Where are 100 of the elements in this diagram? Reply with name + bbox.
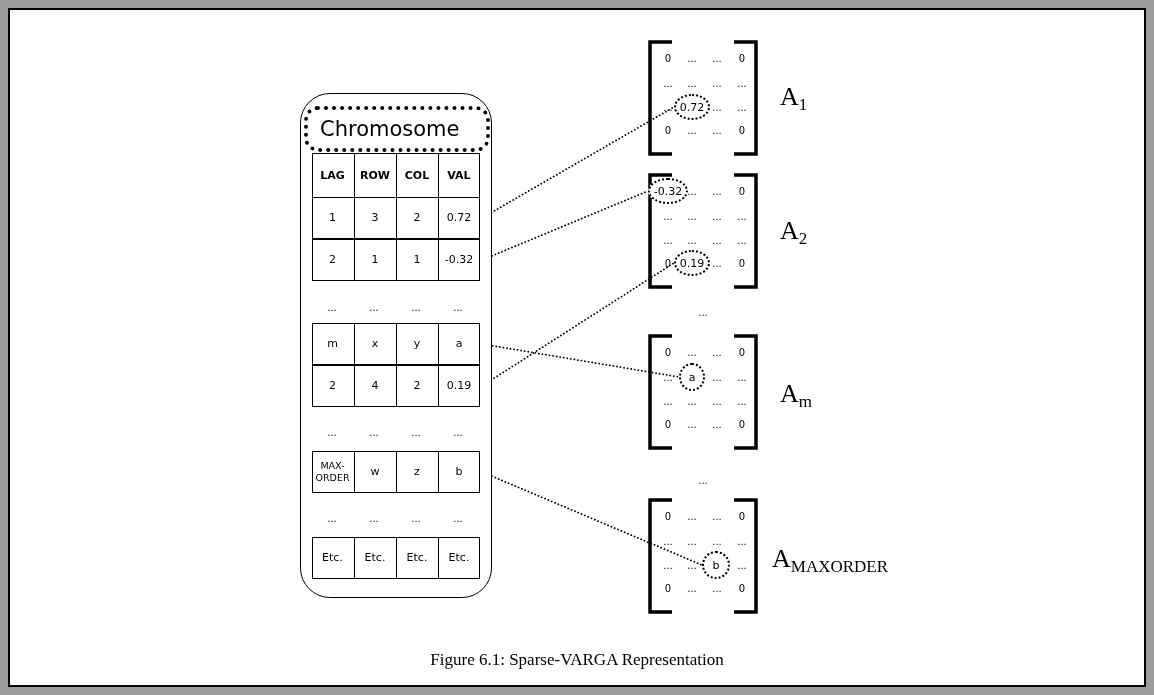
- ellipsis: ...: [453, 512, 463, 524]
- matrix-entry: ...: [712, 346, 722, 358]
- matrix-entry: ...: [687, 395, 697, 407]
- column-header: ROW: [353, 154, 396, 197]
- matrix-entry: 0: [664, 346, 672, 358]
- matrix-entry: 0: [738, 124, 746, 136]
- matrix-entry: 0: [664, 582, 672, 594]
- matrix-entry: ...: [712, 210, 722, 222]
- table-row: [312, 451, 480, 493]
- matrix-entry: 0: [738, 257, 746, 269]
- matrix-entry: ...: [663, 559, 673, 571]
- matrix-entry: ...: [712, 535, 722, 547]
- table-cell: x: [353, 324, 396, 364]
- matrix-entry: ...: [687, 124, 697, 136]
- matrix-entry: ...: [712, 510, 722, 522]
- table-row: [312, 239, 480, 281]
- table-cell-text: m: [326, 336, 339, 352]
- matrix-entry: ...: [737, 77, 747, 89]
- matrix-entry: ...: [687, 185, 697, 197]
- matrix-entry: ...: [737, 559, 747, 571]
- matrix-entry: ...: [712, 257, 722, 269]
- column-header: LAG: [319, 167, 346, 184]
- ellipsis: ...: [369, 512, 379, 524]
- matrix-entry: ...: [737, 101, 747, 113]
- matrix-entry: ...: [687, 510, 697, 522]
- table-cell: 0.19: [437, 366, 480, 406]
- ellipsis: ...: [698, 306, 708, 318]
- ellipsis: ...: [411, 512, 421, 524]
- ellipsis: ...: [369, 301, 379, 313]
- matrix-entry: ...: [687, 418, 697, 430]
- matrix-entry: ...: [712, 52, 722, 64]
- circled-entry: -0.32: [648, 178, 688, 204]
- table-cell: b: [437, 452, 480, 492]
- table-cell: y: [395, 324, 438, 364]
- matrix-entry: ...: [663, 234, 673, 246]
- matrix-entry: ...: [712, 395, 722, 407]
- ellipsis: ...: [327, 512, 337, 524]
- table-cell: 1: [395, 240, 438, 280]
- ellipsis: ...: [411, 426, 421, 438]
- matrix-entry: ...: [663, 210, 673, 222]
- table-cell: a: [437, 324, 480, 364]
- matrix-entry: ...: [663, 395, 673, 407]
- matrix-entry: 0: [664, 257, 672, 269]
- chromosome-container: [300, 93, 492, 598]
- matrix-entry: ...: [737, 535, 747, 547]
- matrix-entry: 0: [664, 418, 672, 430]
- chromosome-heading: Chromosome: [304, 106, 490, 152]
- circled-entry: 0.72: [674, 94, 710, 120]
- table-cell: 0.72: [437, 198, 480, 238]
- matrix-entry: ...: [712, 185, 722, 197]
- matrix-entry: 0: [664, 510, 672, 522]
- matrix-name: A$_{MAXORDER}$: [772, 543, 889, 577]
- matrix-entry: ...: [687, 346, 697, 358]
- matrix-entry: ...: [663, 77, 673, 89]
- ellipsis: ...: [327, 301, 337, 313]
- table-cell-text: 2: [328, 378, 337, 394]
- matrix-entry: ...: [712, 234, 722, 246]
- matrix-entry: ...: [663, 371, 673, 383]
- matrix-entry: 0: [664, 52, 672, 64]
- matrix-entry: 0: [738, 418, 746, 430]
- circled-entry: a: [679, 363, 705, 391]
- matrix-entry: ...: [687, 535, 697, 547]
- matrix-entry: ...: [687, 559, 697, 571]
- table-cell: 4: [353, 366, 396, 406]
- figure-caption: Figure 6.1: Sparse-VARGA Representation: [430, 650, 724, 669]
- circled-entry: b: [702, 551, 730, 579]
- ellipsis: ...: [327, 426, 337, 438]
- matrix-entry: ...: [687, 77, 697, 89]
- table-cell-text: 1: [328, 210, 337, 226]
- matrix-entry: ...: [712, 418, 722, 430]
- table-cell: 3: [353, 198, 396, 238]
- matrix-entry: ...: [737, 395, 747, 407]
- matrix-name: A$_{m}$: [780, 378, 812, 412]
- table-cell: Etc.: [437, 538, 480, 578]
- matrix-entry: 0: [738, 52, 746, 64]
- ellipsis: ...: [698, 474, 708, 486]
- table-cell: 2: [395, 198, 438, 238]
- matrix-entry: 0: [738, 185, 746, 197]
- matrix-entry: 0: [664, 124, 672, 136]
- matrix-entry: ...: [737, 371, 747, 383]
- column-header: COL: [395, 154, 438, 197]
- matrix-name: A$_{2}$: [780, 215, 808, 249]
- table-row: [312, 365, 480, 407]
- matrix-entry: ...: [712, 371, 722, 383]
- table-row: [312, 323, 480, 365]
- table-cell: z: [395, 452, 438, 492]
- table-cell: Etc.: [395, 538, 438, 578]
- matrix-entry: ...: [712, 124, 722, 136]
- matrix-entry: ...: [663, 101, 673, 113]
- table-cell-text: MAX-ORDER: [314, 459, 351, 485]
- matrix-entry: ...: [687, 52, 697, 64]
- table-row: [312, 197, 480, 239]
- column-header: VAL: [437, 154, 480, 197]
- matrix-entry: ...: [737, 234, 747, 246]
- matrix-entry: 0: [738, 346, 746, 358]
- table-cell: w: [353, 452, 396, 492]
- table-cell: 2: [395, 366, 438, 406]
- table-header-row: [312, 153, 480, 197]
- matrix-entry: 0: [738, 510, 746, 522]
- ellipsis: ...: [369, 426, 379, 438]
